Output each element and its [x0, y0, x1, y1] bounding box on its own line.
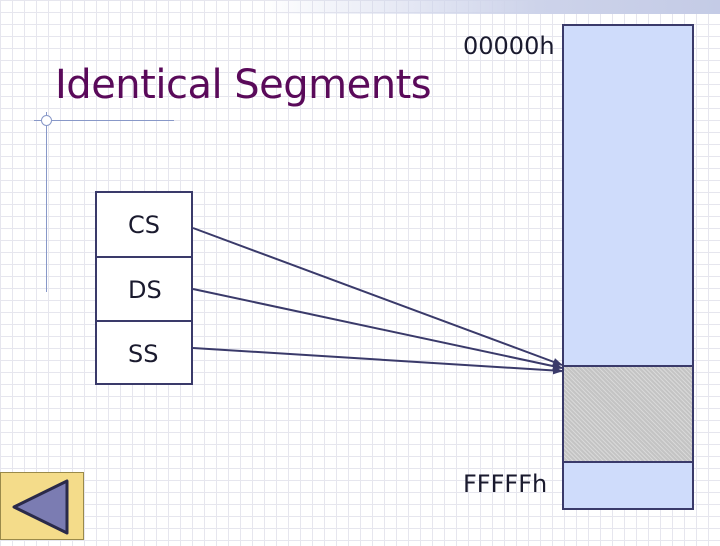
top-decoration-band	[262, 0, 720, 14]
crosshair-icon	[41, 115, 52, 126]
triangle-left-icon	[12, 479, 69, 535]
register-cs: CS	[97, 193, 191, 256]
shared-segment	[564, 365, 692, 463]
arrow-cs	[192, 227, 563, 366]
title-underline	[34, 120, 174, 121]
arrow-ss	[192, 347, 563, 375]
previous-slide-button[interactable]	[0, 472, 84, 540]
segment-registers: CS DS SS	[95, 191, 193, 385]
left-guide-line	[46, 112, 47, 292]
register-label: SS	[128, 339, 159, 368]
arrow-ds	[192, 288, 563, 371]
register-label: DS	[128, 276, 162, 305]
memory-top-address: 00000h	[463, 32, 555, 60]
register-label: CS	[128, 211, 160, 239]
memory-bottom-address: FFFFFh	[463, 470, 548, 498]
register-ds: DS	[97, 256, 191, 319]
register-ss: SS	[97, 319, 191, 383]
slide-title: Identical Segments	[55, 62, 432, 108]
memory-block	[562, 24, 694, 510]
